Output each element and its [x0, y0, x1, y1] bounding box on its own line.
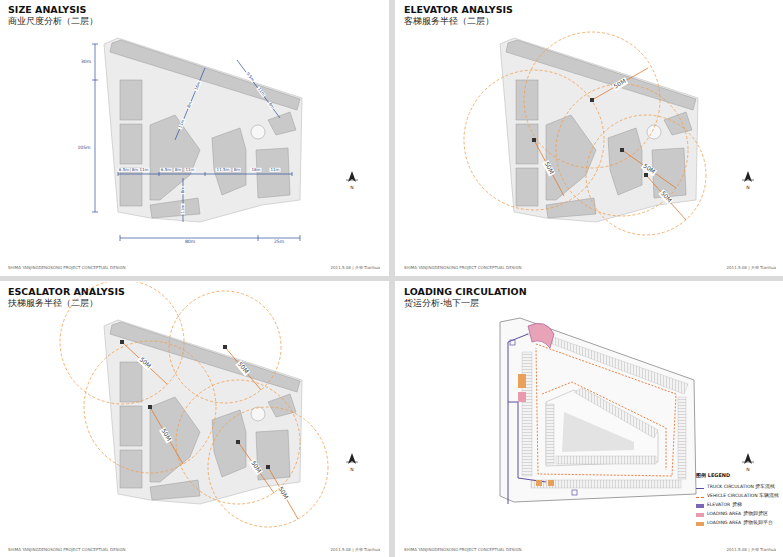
dimension-label: 16m — [251, 168, 262, 172]
footer-note: 2011.5.08 | 天华 Tianhua — [331, 548, 380, 552]
footer-note: 2011.5.08 | 天华 Tianhua — [727, 266, 776, 270]
dimension-label: 11m — [185, 168, 196, 172]
footer-note: SHIMA YANJINGDENGSONG PROJECT CONCEPTUAL… — [404, 548, 522, 552]
panel-title: ELEVATOR ANALYSIS — [404, 5, 513, 15]
dimension-label: 9.5m — [245, 71, 256, 83]
dimension-label: 6.5m — [118, 168, 130, 172]
dimension-label: 50M — [641, 162, 657, 176]
legend-text: VEHICLE CIRCULATION 车辆流线 — [707, 494, 779, 499]
dimension-label: 11m — [256, 86, 266, 97]
legend-line-sample — [696, 488, 704, 489]
panel-title: ESCALATOR ANALYSIS — [8, 287, 125, 297]
dimension-label: 80m — [184, 240, 196, 245]
north-label: N — [350, 186, 353, 191]
legend-text: LOADING AREA 货物装卸平台 — [707, 521, 773, 526]
panel-subtitle: 商业尺度分析（二层） — [8, 17, 98, 26]
legend-title: 图例 LEGEND — [696, 473, 730, 479]
north-label: N — [746, 186, 749, 191]
panel-title: LOADING CIRCULATION — [404, 287, 527, 297]
north-label: N — [350, 468, 353, 473]
dimension-label: 11.5m — [216, 168, 231, 172]
north-label: N — [746, 468, 749, 473]
panel-title: SIZE ANALYSIS — [8, 5, 86, 15]
legend-line-sample — [696, 497, 704, 498]
footer-note: SHIMA YANJINGDENGSONG PROJECT CONCEPTUAL… — [8, 266, 126, 270]
dimension-label: 30m — [80, 60, 92, 65]
panel-subtitle: 货运分析-地下一层 — [404, 299, 479, 308]
dimension-label: 11m — [178, 118, 186, 130]
legend-swatch — [696, 504, 704, 508]
dimension-label: 8m — [186, 100, 193, 109]
dimension-label: 11m — [181, 204, 185, 215]
dimension-label: 8m — [181, 186, 185, 194]
panel-subtitle: 客梯服务半径（二层） — [404, 17, 494, 26]
legend-text: TRUCK CIRCULATION 货车流线 — [707, 485, 775, 490]
dimension-label: 6.5m — [160, 168, 172, 172]
footer-note: SHIMA YANJINGDENGSONG PROJECT CONCEPTUAL… — [404, 266, 522, 270]
dimension-label: 50M — [236, 360, 251, 376]
dimension-label: 50M — [159, 427, 172, 443]
dimension-label: 50M — [249, 459, 263, 475]
dimension-label: 11m — [139, 168, 150, 172]
dimension-label: 50M — [659, 189, 674, 204]
dimension-label: 50M — [276, 485, 289, 501]
panel-subtitle: 扶梯服务半径（二层） — [8, 299, 98, 308]
footer-note: 2011.5.08 | 天华 Tianhua — [727, 548, 776, 552]
dimension-label: 8m — [267, 101, 276, 110]
dimension-label: 8m — [174, 168, 182, 172]
dimension-label: 50M — [543, 160, 556, 176]
dimension-label: 11m — [270, 168, 281, 172]
dimension-label: 50M — [612, 77, 628, 90]
dimension-label: 25m — [273, 240, 285, 245]
dimension-label: 105m — [77, 146, 92, 151]
dimension-label: 16m — [193, 80, 201, 92]
dimension-label: 8m — [233, 168, 241, 172]
footer-note: SHIMA YANJINGDENGSONG PROJECT CONCEPTUAL… — [8, 548, 126, 552]
legend-swatch — [696, 513, 704, 517]
legend-text: ELEVATOR 货梯 — [707, 503, 742, 508]
dimension-label: 50M — [137, 356, 152, 371]
legend-text: LOADING AREA 货物卸货区 — [707, 512, 768, 517]
footer-note: 2011.5.08 | 天华 Tianhua — [331, 266, 380, 270]
legend-swatch — [696, 522, 704, 526]
